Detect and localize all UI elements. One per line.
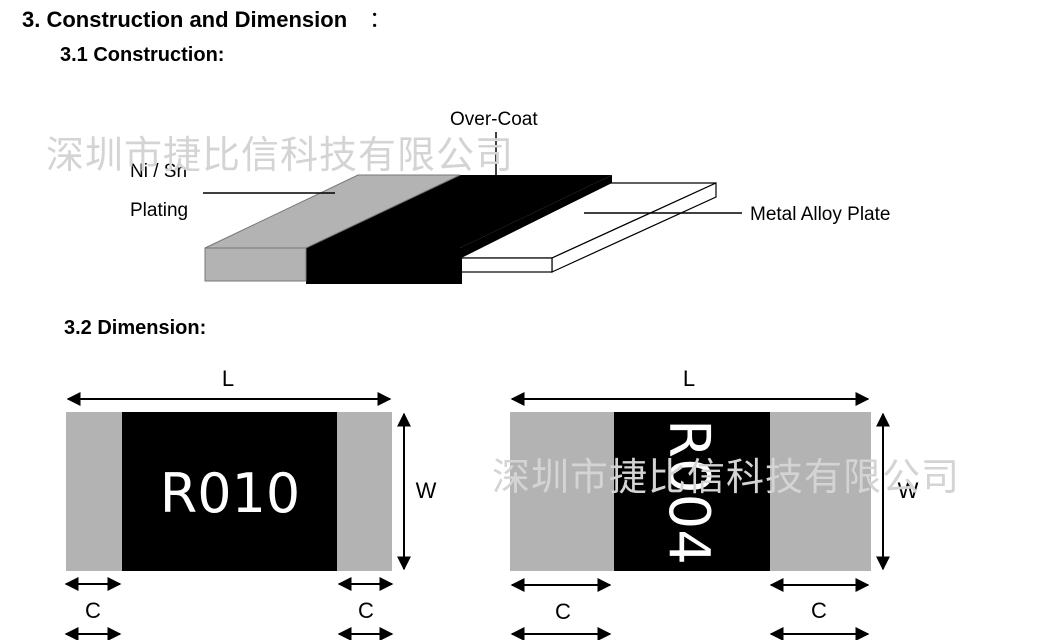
plating-label-line1: Ni / Sn [130,161,188,182]
resistor-2-body [614,412,770,571]
overcoat-top [306,175,612,248]
resistor-1-width-label: W [416,478,437,503]
section-title: 3. Construction and Dimension ： [22,2,391,34]
resistor-2-length-label: L [683,366,695,391]
resistor-2-marking: R004 [656,419,721,565]
watermark-top: 深圳市捷比信科技有限公司 [46,133,515,177]
resistor-1-marking: R010 [160,462,301,525]
overcoat-label: Over-Coat [450,109,538,130]
metal-alloy-label: Metal Alloy Plate [750,204,891,225]
terminal-front [204,247,307,282]
metal-plate-front [459,257,553,273]
section-title-colon: ： [369,7,392,32]
dimension-heading: 3.2 Dimension: [64,317,207,339]
resistor-2-cap-right-label: C [811,598,827,623]
resistor-2-width-label: W [898,478,919,503]
overcoat-front [306,248,462,284]
resistor-2-left-terminal [510,412,614,571]
overcoat-side [460,175,612,258]
section-title-text: 3. Construction and Dimension [22,7,348,32]
watermark-bottom: 深圳市捷比信科技有限公司 [492,455,961,499]
resistor-1-body [122,412,337,571]
construction-heading: 3.1 Construction: [60,44,225,66]
resistor-1-length-label: L [222,366,234,391]
resistor-1-right-terminal [337,412,392,571]
resistor-1-drawing: R010 L W C C [64,366,437,640]
resistor-1-left-terminal [66,412,122,571]
resistor-2-cap-left-label: C [555,599,571,624]
construction-illustration [203,132,742,284]
resistor-2-drawing: R004 L W C C [510,366,919,640]
resistor-2-right-terminal [770,412,871,571]
plating-label-line2: Plating [130,200,189,221]
resistor-1-cap-left-label: C [85,598,101,623]
resistor-1-cap-right-label: C [358,598,374,623]
